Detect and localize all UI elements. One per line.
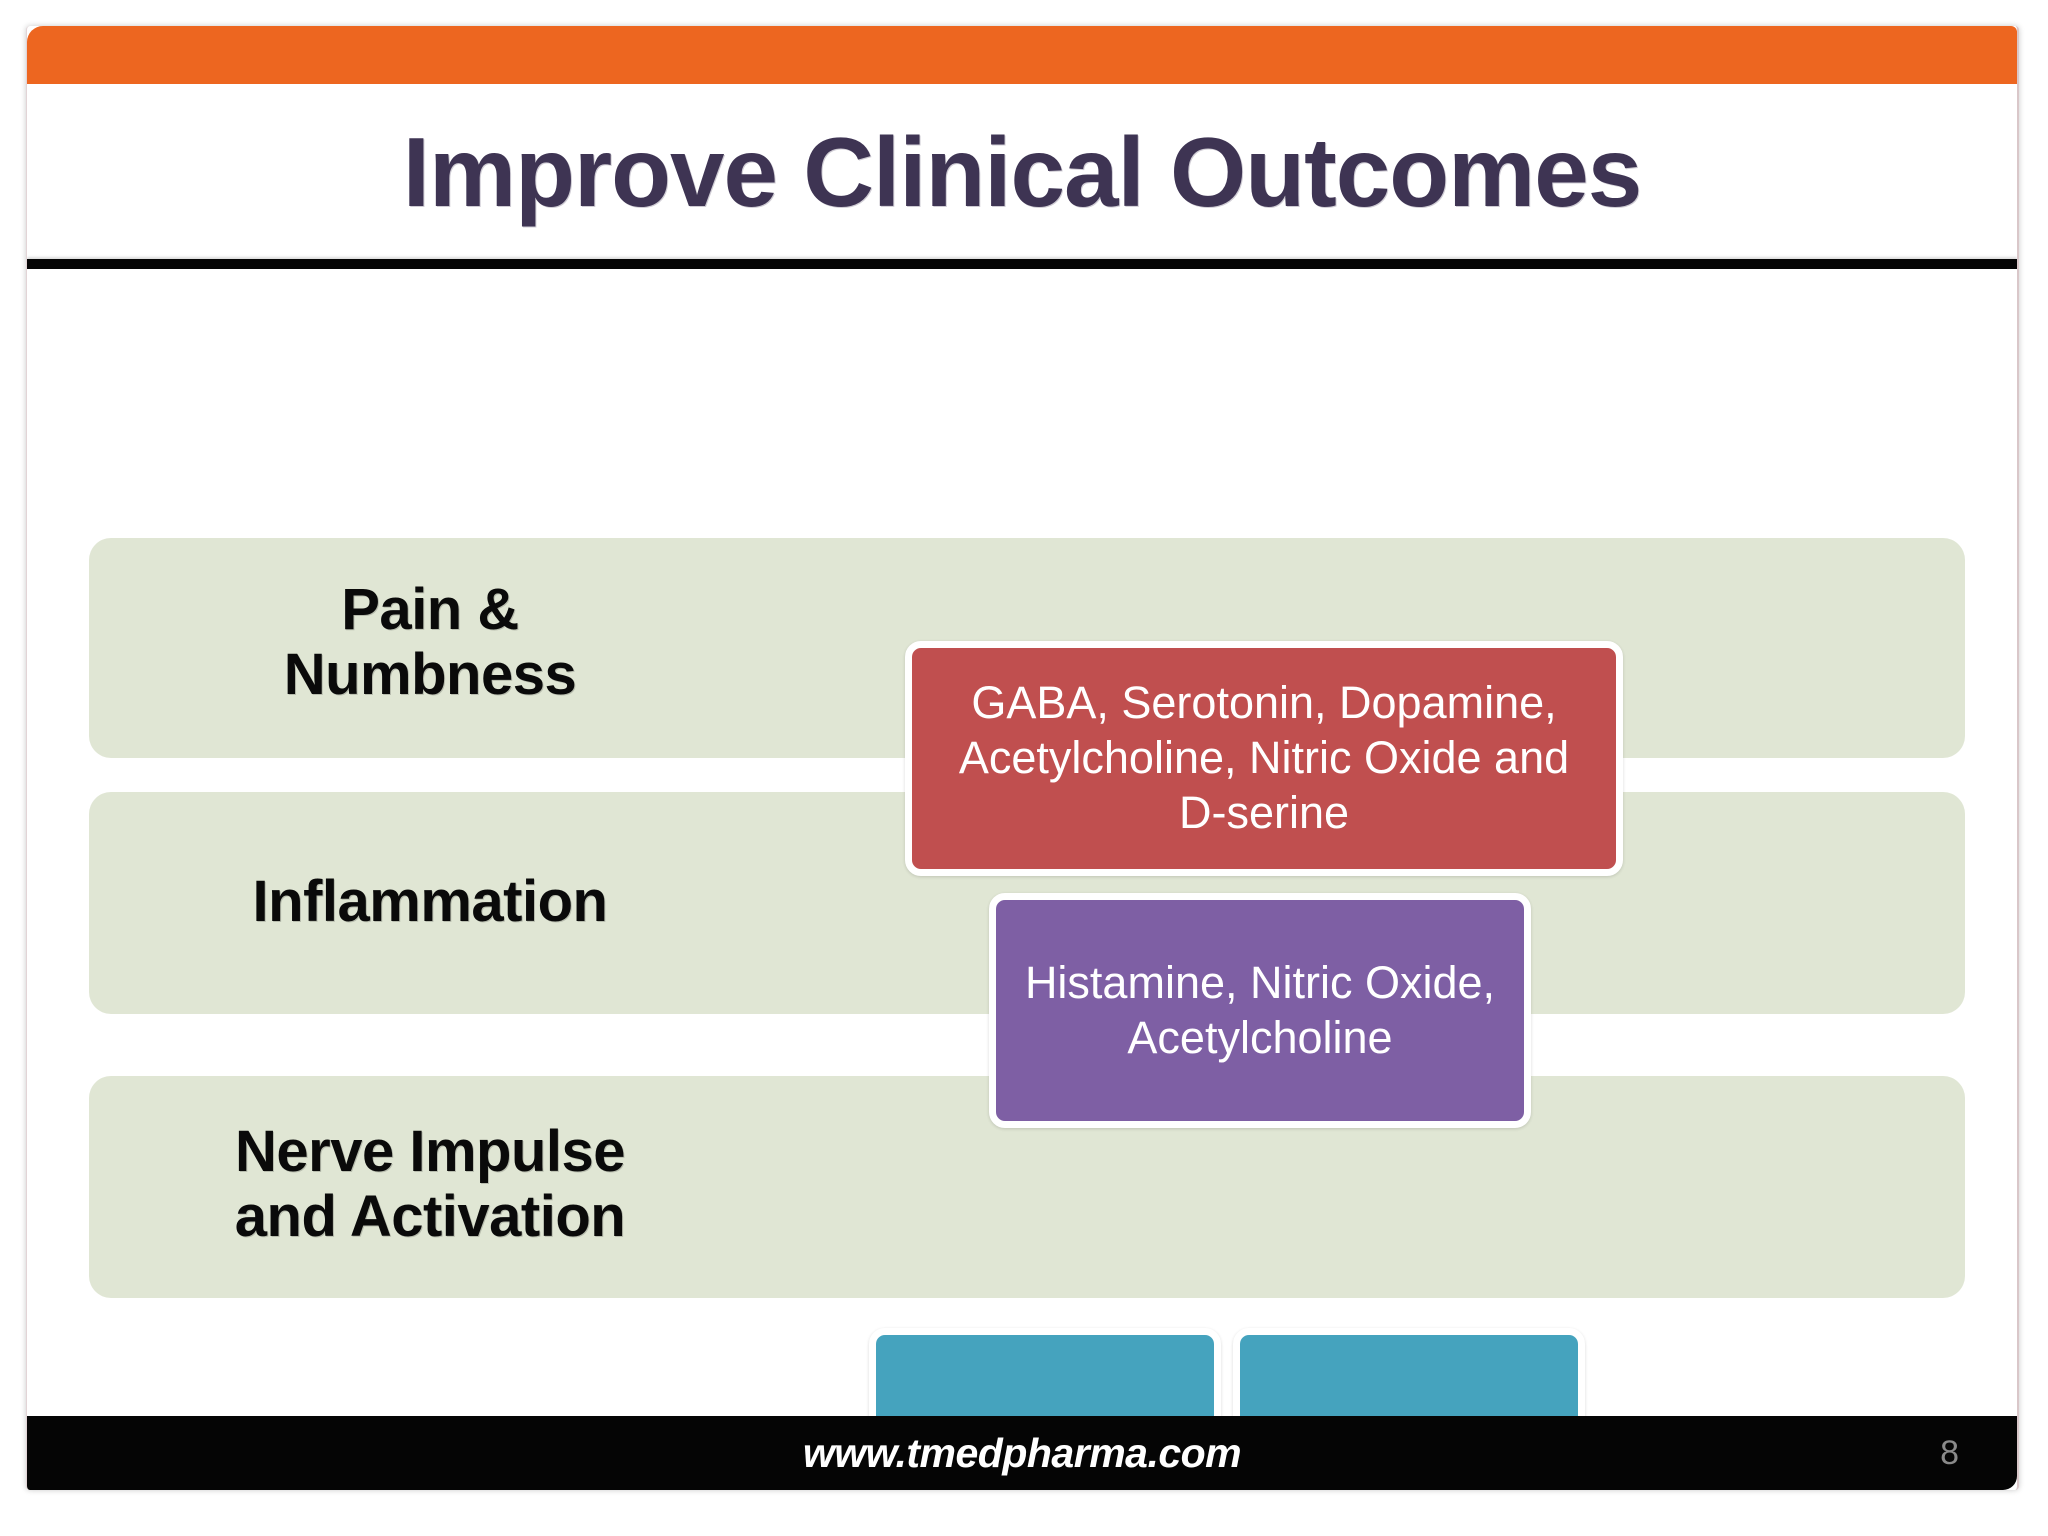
slide-footer: www.tmedpharma.com 8 (27, 1416, 2017, 1490)
flow-box-inflammation-mediators[interactable]: Histamine, Nitric Oxide, Acetylcholine (989, 893, 1531, 1128)
title-divider-rule (27, 259, 2017, 269)
flow-box-neurotransmitters[interactable]: GABA, Serotonin, Dopamine, Acetylcholine… (905, 641, 1623, 876)
footer-website-url[interactable]: www.tmedpharma.com (802, 1429, 1242, 1476)
page-title: Improve Clinical Outcomes (402, 116, 1642, 227)
orange-header-bar (27, 26, 2017, 84)
content-region: Pain &Numbness Inflammation Nerve Impuls… (27, 298, 2017, 1490)
footer-page-number: 8 (1940, 1433, 1959, 1472)
row-label-pain-numbness: Pain &Numbness (283, 577, 577, 707)
slide-canvas: Improve Clinical Outcomes Pain &Numbness… (26, 26, 2019, 1490)
title-area: Improve Clinical Outcomes (27, 84, 2017, 260)
row-label-inflammation: Inflammation (252, 869, 608, 934)
